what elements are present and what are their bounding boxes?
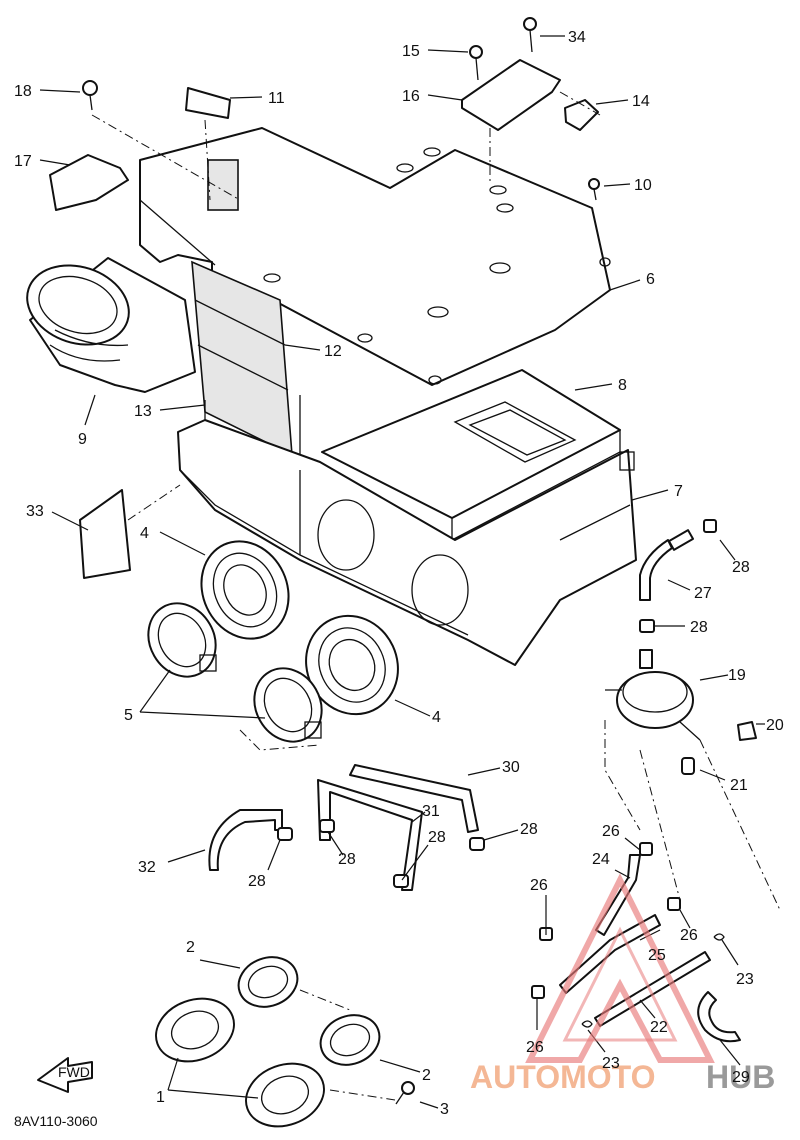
callout-27: 27 [694,585,712,602]
callout-28-e: 28 [428,829,446,846]
clip-part [564,99,599,131]
forward-arrow: FWD [37,1057,93,1093]
filter-element-part [321,369,621,542]
callout-18: 18 [14,83,32,100]
forward-arrow-label: FWD [58,1064,90,1080]
case-cover-part [139,127,611,386]
bolts-part [82,17,600,1105]
carb-joints-bottom-part [155,956,381,1128]
callout-1: 1 [156,1089,165,1106]
callout-10: 10 [634,177,652,194]
callout-31: 31 [422,803,440,820]
holder-bracket-part [49,154,129,211]
callout-28-b: 28 [690,619,708,636]
side-panel-part [79,489,131,579]
leader-lines [39,35,765,1109]
callout-2-upper: 2 [186,939,195,956]
callout-26-a: 26 [602,823,620,840]
intake-duct-part [26,257,196,393]
callout-24: 24 [592,851,610,868]
callout-21: 21 [730,777,748,794]
hoses-part [208,529,711,1027]
fuel-pump-part [605,649,701,741]
callout-32: 32 [138,859,156,876]
hose-clamp-29-part [697,991,741,1043]
callout-15: 15 [402,43,420,60]
watermark-text-1: AUTOMOTO [470,1059,655,1095]
hose-clamps-part [147,602,323,743]
callout-20: 20 [766,717,784,734]
callout-23-a: 23 [736,971,754,988]
callout-12: 12 [324,343,342,360]
callout-11: 11 [268,90,285,107]
upper-bracket-part [461,59,561,131]
callout-28-c: 28 [248,873,266,890]
callout-28-a: 28 [732,559,750,576]
callout-29: 29 [732,1069,750,1086]
callout-30: 30 [502,759,520,776]
callout-9: 9 [78,431,87,448]
cap-20-part [737,721,757,741]
callout-3: 3 [440,1101,449,1118]
assembly-guide-lines [91,91,781,1101]
callout-13: 13 [134,403,152,420]
callouts: 18 17 11 15 16 34 14 10 6 12 13 9 8 7 33… [14,29,784,1118]
callout-26-b: 26 [530,877,548,894]
callout-28-d: 28 [338,851,356,868]
callout-28-f: 28 [520,821,538,838]
callout-34: 34 [568,29,586,46]
callout-8: 8 [618,377,627,394]
callout-22: 22 [650,1019,668,1036]
diagram-code: 8AV110-3060 [14,1113,98,1129]
callout-26-d: 26 [526,1039,544,1056]
callout-6: 6 [646,271,655,288]
air-filter-case-part [177,419,637,666]
callout-25: 25 [648,947,666,964]
plug-21-part [681,757,695,775]
callout-14: 14 [632,93,650,110]
callout-16: 16 [402,88,420,105]
callout-5: 5 [124,707,133,724]
watermark: AUTOMOTO HUB [470,873,775,1095]
callout-33: 33 [26,503,44,520]
callout-4-upper: 4 [140,525,149,542]
callout-26-c: 26 [680,927,698,944]
callout-17: 17 [14,153,32,170]
callout-19: 19 [728,667,746,684]
wire-clip-part [185,87,231,119]
callout-23-b: 23 [602,1055,620,1072]
callout-4-lower: 4 [432,709,441,726]
carb-joint-upper-part [200,540,290,640]
callout-7: 7 [674,483,683,500]
watermark-text-2: HUB [706,1059,775,1095]
callout-2-lower: 2 [422,1067,431,1084]
